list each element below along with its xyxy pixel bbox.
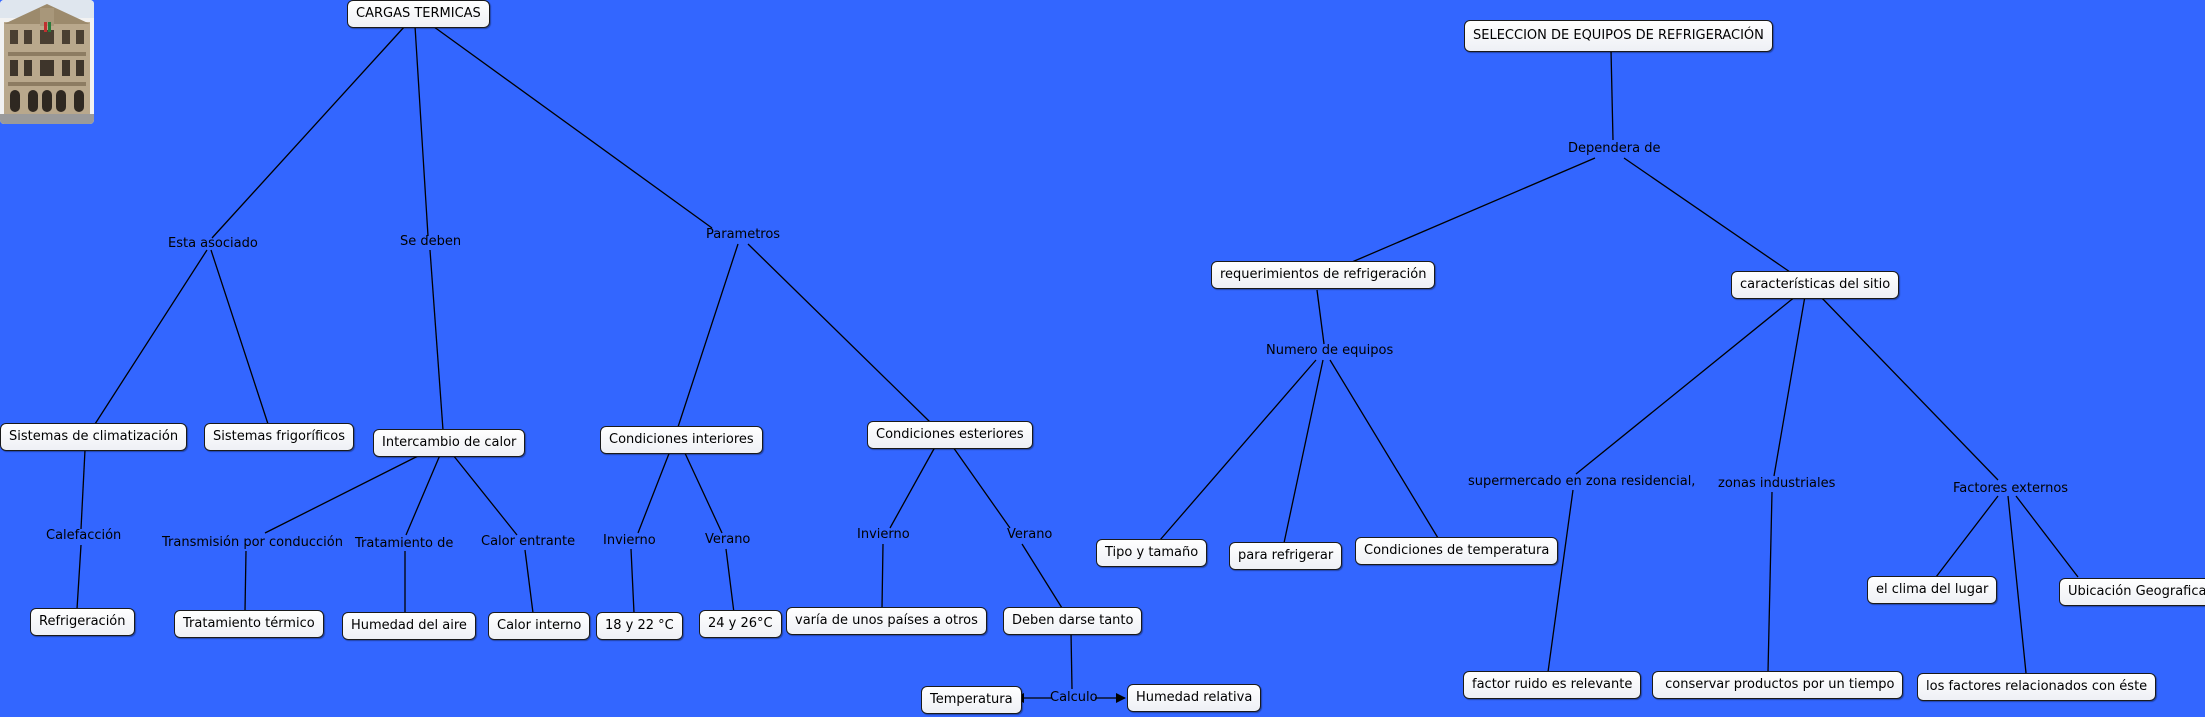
node-condiciones-interiores[interactable]: Condiciones interiores	[600, 426, 763, 454]
link-interiores-invierno	[638, 451, 670, 533]
link-verano-24y26	[726, 549, 734, 613]
link-numero-tipo	[1160, 360, 1316, 540]
link-requerimientos-numero	[1317, 290, 1324, 344]
node-varia-paises[interactable]: varía de unos países a otros	[786, 607, 987, 635]
link-intercambio-tratamiento	[406, 455, 440, 535]
phrase-invierno-esteriores: Invierno	[857, 527, 910, 543]
phrase-invierno-interiores: Invierno	[603, 533, 656, 549]
link-calorentrante-calorinterno	[525, 550, 533, 613]
phrase-se-deben: Se deben	[400, 234, 461, 250]
node-tipo-tamano[interactable]: Tipo y tamaño	[1096, 539, 1207, 567]
node-24-y-26[interactable]: 24 y 26°C	[699, 610, 782, 638]
node-clima-lugar[interactable]: el clima del lugar	[1867, 576, 1997, 604]
node-humedad-aire[interactable]: Humedad del aire	[342, 612, 476, 640]
node-temperatura[interactable]: Temperatura	[921, 686, 1022, 714]
link-dependera-caracteristicas	[1624, 158, 1790, 272]
link-invierno-18y22	[631, 549, 634, 613]
link-root-asociado	[212, 26, 405, 238]
link-transmision-tratamientotermico	[245, 551, 246, 611]
phrase-tratamiento-de: Tratamiento de	[355, 536, 453, 552]
link-verano-debendarse	[1022, 544, 1062, 608]
node-calor-interno[interactable]: Calor interno	[488, 612, 590, 640]
link-caracteristicas-supermercado	[1576, 296, 1796, 474]
phrase-dependera-de: Dependera de	[1568, 141, 1660, 157]
link-asociado-frigorificos	[211, 250, 268, 424]
phrase-verano-interiores: Verano	[705, 532, 750, 548]
node-condiciones-temperatura[interactable]: Condiciones de temperatura	[1355, 537, 1558, 565]
link-calefaccion-refrigeracion	[77, 545, 81, 609]
node-sistemas-frigorificos[interactable]: Sistemas frigoríficos	[204, 423, 354, 451]
link-dependera-requerimientos	[1352, 158, 1595, 262]
node-18-y-22[interactable]: 18 y 22 °C	[596, 612, 683, 640]
link-zonas-conservar	[1768, 492, 1772, 672]
phrase-factores-externos: Factores externos	[1953, 481, 2068, 497]
link-intercambio-calorentrante	[453, 455, 517, 535]
phrase-zonas-industriales: zonas industriales	[1718, 476, 1835, 492]
node-refrigeracion[interactable]: Refrigeración	[30, 608, 135, 636]
node-sistemas-climatizacion[interactable]: Sistemas de climatización	[0, 423, 187, 451]
node-ubicacion-geografica[interactable]: Ubicación Geografica	[2059, 578, 2205, 606]
link-factores-ubicacion	[2016, 496, 2078, 577]
link-root-parametros	[430, 24, 712, 228]
link-supermercado-ruido	[1548, 490, 1573, 672]
link-esteriores-verano	[953, 447, 1010, 528]
link-root-deben	[415, 26, 428, 236]
link-numero-condtemp	[1330, 360, 1438, 538]
link-debendarse-calculo	[1071, 632, 1072, 689]
link-seleccion-dependera	[1611, 50, 1613, 140]
phrase-supermercado: supermercado en zona residencial,	[1468, 474, 1695, 490]
node-requerimientos-refrigeracion[interactable]: requerimientos de refrigeración	[1211, 261, 1435, 289]
link-numero-pararefrigerar	[1284, 360, 1323, 543]
node-deben-darse-tanto[interactable]: Deben darse tanto	[1003, 607, 1142, 635]
phrase-numero-equipos: Numero de equipos	[1266, 343, 1393, 359]
node-humedad-relativa[interactable]: Humedad relativa	[1127, 684, 1261, 712]
link-factores-relacionados	[2008, 496, 2026, 673]
node-para-refrigerar[interactable]: para refrigerar	[1229, 542, 1342, 570]
node-caracteristicas-sitio[interactable]: características del sitio	[1731, 271, 1899, 299]
node-conservar-productos[interactable]: conservar productos por un tiempo	[1652, 671, 1903, 699]
link-climatizacion-calefaccion	[81, 450, 85, 529]
node-tratamiento-termico[interactable]: Tratamiento térmico	[174, 610, 324, 638]
link-caracteristicas-factores	[1820, 296, 1998, 480]
node-seleccion-equipos[interactable]: SELECCION DE EQUIPOS DE REFRIGERACIÓN	[1464, 20, 1773, 52]
node-intercambio-calor[interactable]: Intercambio de calor	[373, 429, 525, 457]
phrase-transmision: Transmisión por conducción	[162, 535, 343, 551]
link-esteriores-invierno	[890, 447, 935, 528]
link-deben-intercambio	[430, 250, 443, 430]
phrase-calculo: Calculo	[1050, 690, 1098, 706]
link-intercambio-transmision	[265, 455, 420, 533]
link-factores-clima	[1936, 496, 1998, 577]
phrase-calefaccion: Calefacción	[46, 528, 121, 544]
link-caracteristicas-zonas	[1774, 296, 1805, 476]
node-cargas-termicas[interactable]: CARGAS TERMICAS	[347, 0, 490, 28]
phrase-parametros: Parametros	[706, 227, 780, 243]
link-parametros-interiores	[678, 244, 738, 427]
phrase-calor-entrante: Calor entrante	[481, 534, 575, 550]
link-interiores-verano	[684, 451, 722, 533]
link-asociado-climatizacion	[95, 250, 207, 424]
phrase-verano-esteriores: Verano	[1007, 527, 1052, 543]
node-condiciones-esteriores[interactable]: Condiciones esteriores	[867, 421, 1033, 449]
link-invierno-varia	[882, 544, 883, 608]
phrase-esta-asociado: Esta asociado	[168, 236, 258, 252]
node-factor-ruido[interactable]: factor ruido es relevante	[1463, 671, 1641, 699]
link-parametros-esteriores	[748, 244, 930, 422]
node-factores-relacionados[interactable]: los factores relacionados con éste	[1917, 673, 2156, 701]
